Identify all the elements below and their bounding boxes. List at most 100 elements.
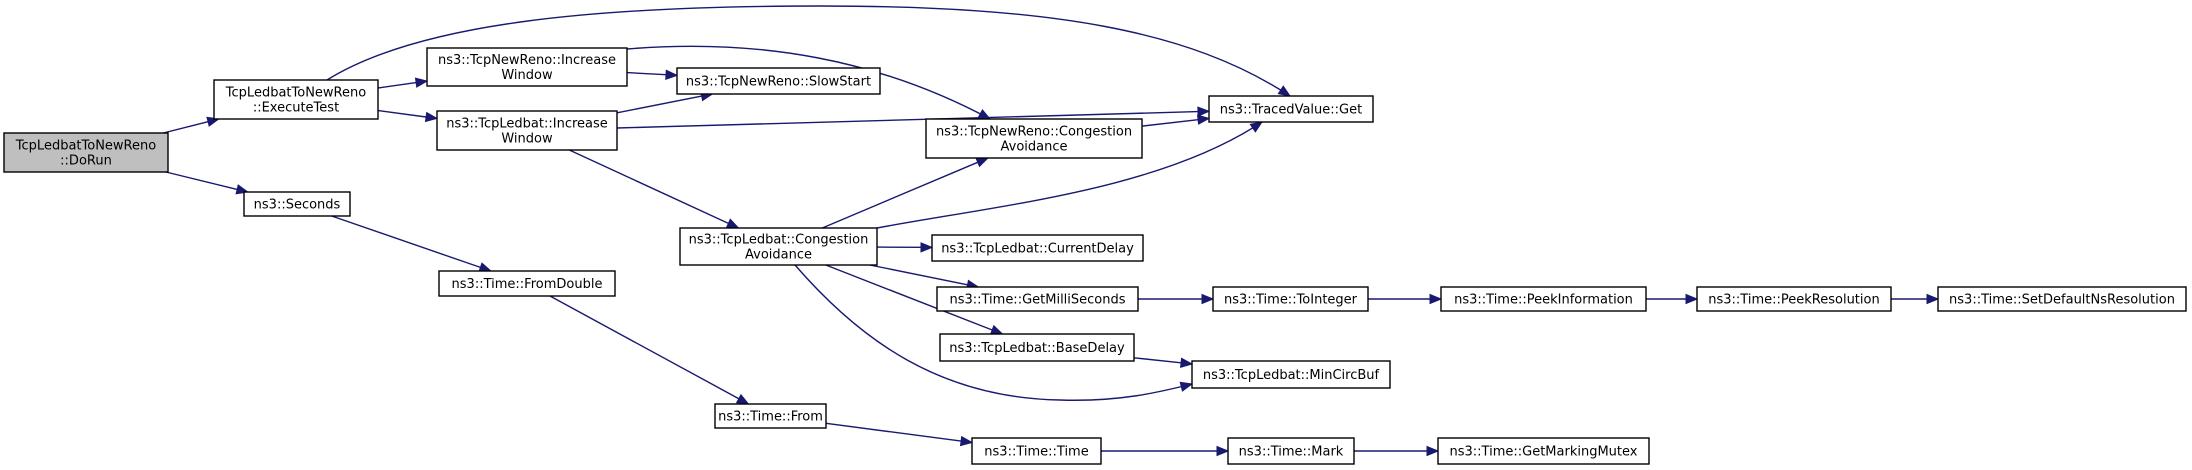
edge-line <box>165 171 238 191</box>
edge-line <box>163 121 209 134</box>
node-tracedvalue-get[interactable]: ns3::TracedValue::Get <box>1208 95 1374 123</box>
arrowhead-icon <box>1685 293 1699 305</box>
node-box <box>1437 437 1650 465</box>
node-box <box>426 47 628 87</box>
node-label: ns3::TcpNewReno::SlowStart <box>686 75 871 90</box>
arrowhead-icon <box>1180 357 1194 368</box>
node-label: ::ExecuteTest <box>253 101 339 116</box>
node-fromdouble[interactable]: ns3::Time::FromDouble <box>438 270 616 297</box>
node-time-mark[interactable]: ns3::Time::Mark <box>1227 437 1355 465</box>
node-executetest[interactable]: TcpLedbatToNewReno::ExecuteTest <box>213 79 379 120</box>
arrowhead-icon <box>1216 445 1230 457</box>
node-dorun[interactable]: TcpLedbatToNewReno::DoRun <box>3 132 169 173</box>
edge-line <box>549 295 740 400</box>
edge-ledbat_increase-to-ledbat_congestion <box>569 149 740 229</box>
edge-line <box>822 161 978 229</box>
node-label: Window <box>501 68 553 83</box>
node-time-time[interactable]: ns3::Time::Time <box>971 437 1102 465</box>
node-tointeger[interactable]: ns3::Time::ToInteger <box>1212 286 1369 312</box>
edge-line <box>1141 119 1199 127</box>
node-peekresolution[interactable]: ns3::Time::PeekResolution <box>1696 286 1892 312</box>
node-box <box>436 110 618 151</box>
node-box <box>931 234 1144 262</box>
edge-ledbat_increase-to-slowstart <box>616 91 714 114</box>
node-box <box>971 437 1102 465</box>
node-label: ns3::Time::GetMilliSeconds <box>949 293 1125 308</box>
node-label: TcpLedbatToNewReno <box>15 139 156 154</box>
arrowhead-icon <box>1426 445 1440 457</box>
arrowhead-icon <box>665 69 679 80</box>
node-label: ns3::Time::ToInteger <box>1224 293 1358 308</box>
edge-tointeger-to-peekinformation <box>1368 293 1443 305</box>
edges-layer <box>163 5 1940 457</box>
node-label: ns3::TcpLedbat::CurrentDelay <box>941 242 1134 257</box>
node-label: TcpLedbatToNewReno <box>225 86 366 101</box>
node-label: ns3::Time::PeekResolution <box>1708 293 1879 308</box>
edge-line <box>377 81 417 89</box>
edge-line <box>331 215 481 269</box>
edge-line <box>1133 357 1182 364</box>
arrowhead-icon <box>959 435 974 447</box>
node-time-from[interactable]: ns3::Time::From <box>714 403 827 429</box>
node-box <box>1208 95 1374 123</box>
node-label: Window <box>501 132 553 147</box>
edge-line <box>876 121 1263 229</box>
node-box <box>3 132 169 173</box>
edge-line <box>616 95 702 114</box>
node-getmarkingmutex[interactable]: ns3::Time::GetMarkingMutex <box>1437 437 1650 465</box>
edge-executetest-to-tracedvalue_get <box>326 5 1292 97</box>
node-label: ns3::Time::Mark <box>1239 445 1344 460</box>
node-box <box>936 286 1139 312</box>
edge-line <box>825 264 993 331</box>
node-label: Avoidance <box>1001 140 1068 155</box>
arrowhead-icon <box>920 242 934 253</box>
edge-time_from-to-time_time <box>825 422 974 447</box>
node-peekinformation[interactable]: ns3::Time::PeekInformation <box>1440 286 1647 312</box>
edge-ledbat_congestion-to-currentdelay <box>876 242 934 253</box>
arrowhead-icon <box>1429 293 1443 305</box>
edge-ledbat_congestion-to-mincircbuf <box>794 264 1194 401</box>
edge-executetest-to-newreno_increase <box>377 77 429 89</box>
node-box <box>243 191 351 217</box>
node-label: ns3::Time::From <box>718 410 823 425</box>
arrowhead-icon <box>989 324 1004 335</box>
arrowhead-icon <box>1196 114 1211 125</box>
node-slowstart[interactable]: ns3::TcpNewReno::SlowStart <box>676 67 881 95</box>
node-box <box>714 403 827 429</box>
edge-basedelay-to-mincircbuf <box>1133 357 1194 368</box>
edge-line <box>626 71 667 76</box>
arrowhead-icon <box>414 77 429 88</box>
edge-newreno_congestion-to-tracedvalue_get <box>1141 114 1211 127</box>
arrowhead-icon <box>1249 121 1264 133</box>
edge-time_mark-to-getmarkingmutex <box>1354 445 1440 457</box>
node-seconds[interactable]: ns3::Seconds <box>243 191 351 217</box>
arrowhead-icon <box>725 218 740 229</box>
edge-line <box>377 109 427 118</box>
node-mincircbuf[interactable]: ns3::TcpLedbat::MinCircBuf <box>1191 360 1391 389</box>
node-box <box>213 79 379 120</box>
edge-line <box>869 264 968 286</box>
arrowhead-icon <box>735 393 750 405</box>
edge-line <box>326 5 1291 97</box>
node-box <box>1696 286 1892 312</box>
node-basedelay[interactable]: ns3::TcpLedbat::BaseDelay <box>939 333 1135 362</box>
node-label: ns3::Time::FromDouble <box>452 277 603 292</box>
edge-executetest-to-ledbat_increase <box>377 109 439 123</box>
node-box <box>676 67 881 95</box>
node-box <box>1440 286 1647 312</box>
node-box <box>1227 437 1355 465</box>
edge-ledbat_congestion-to-getmilliseconds <box>869 264 980 290</box>
node-currentdelay[interactable]: ns3::TcpLedbat::CurrentDelay <box>931 234 1144 262</box>
node-label: ::DoRun <box>60 154 112 169</box>
edge-peekinformation-to-peekresolution <box>1646 293 1699 305</box>
node-setdefaultns[interactable]: ns3::Time::SetDefaultNsResolution <box>1937 286 2187 312</box>
node-label: ns3::TracedValue::Get <box>1220 103 1362 118</box>
node-box <box>1191 360 1391 389</box>
node-getmilliseconds[interactable]: ns3::Time::GetMilliSeconds <box>936 286 1139 312</box>
node-label: Avoidance <box>745 248 812 263</box>
